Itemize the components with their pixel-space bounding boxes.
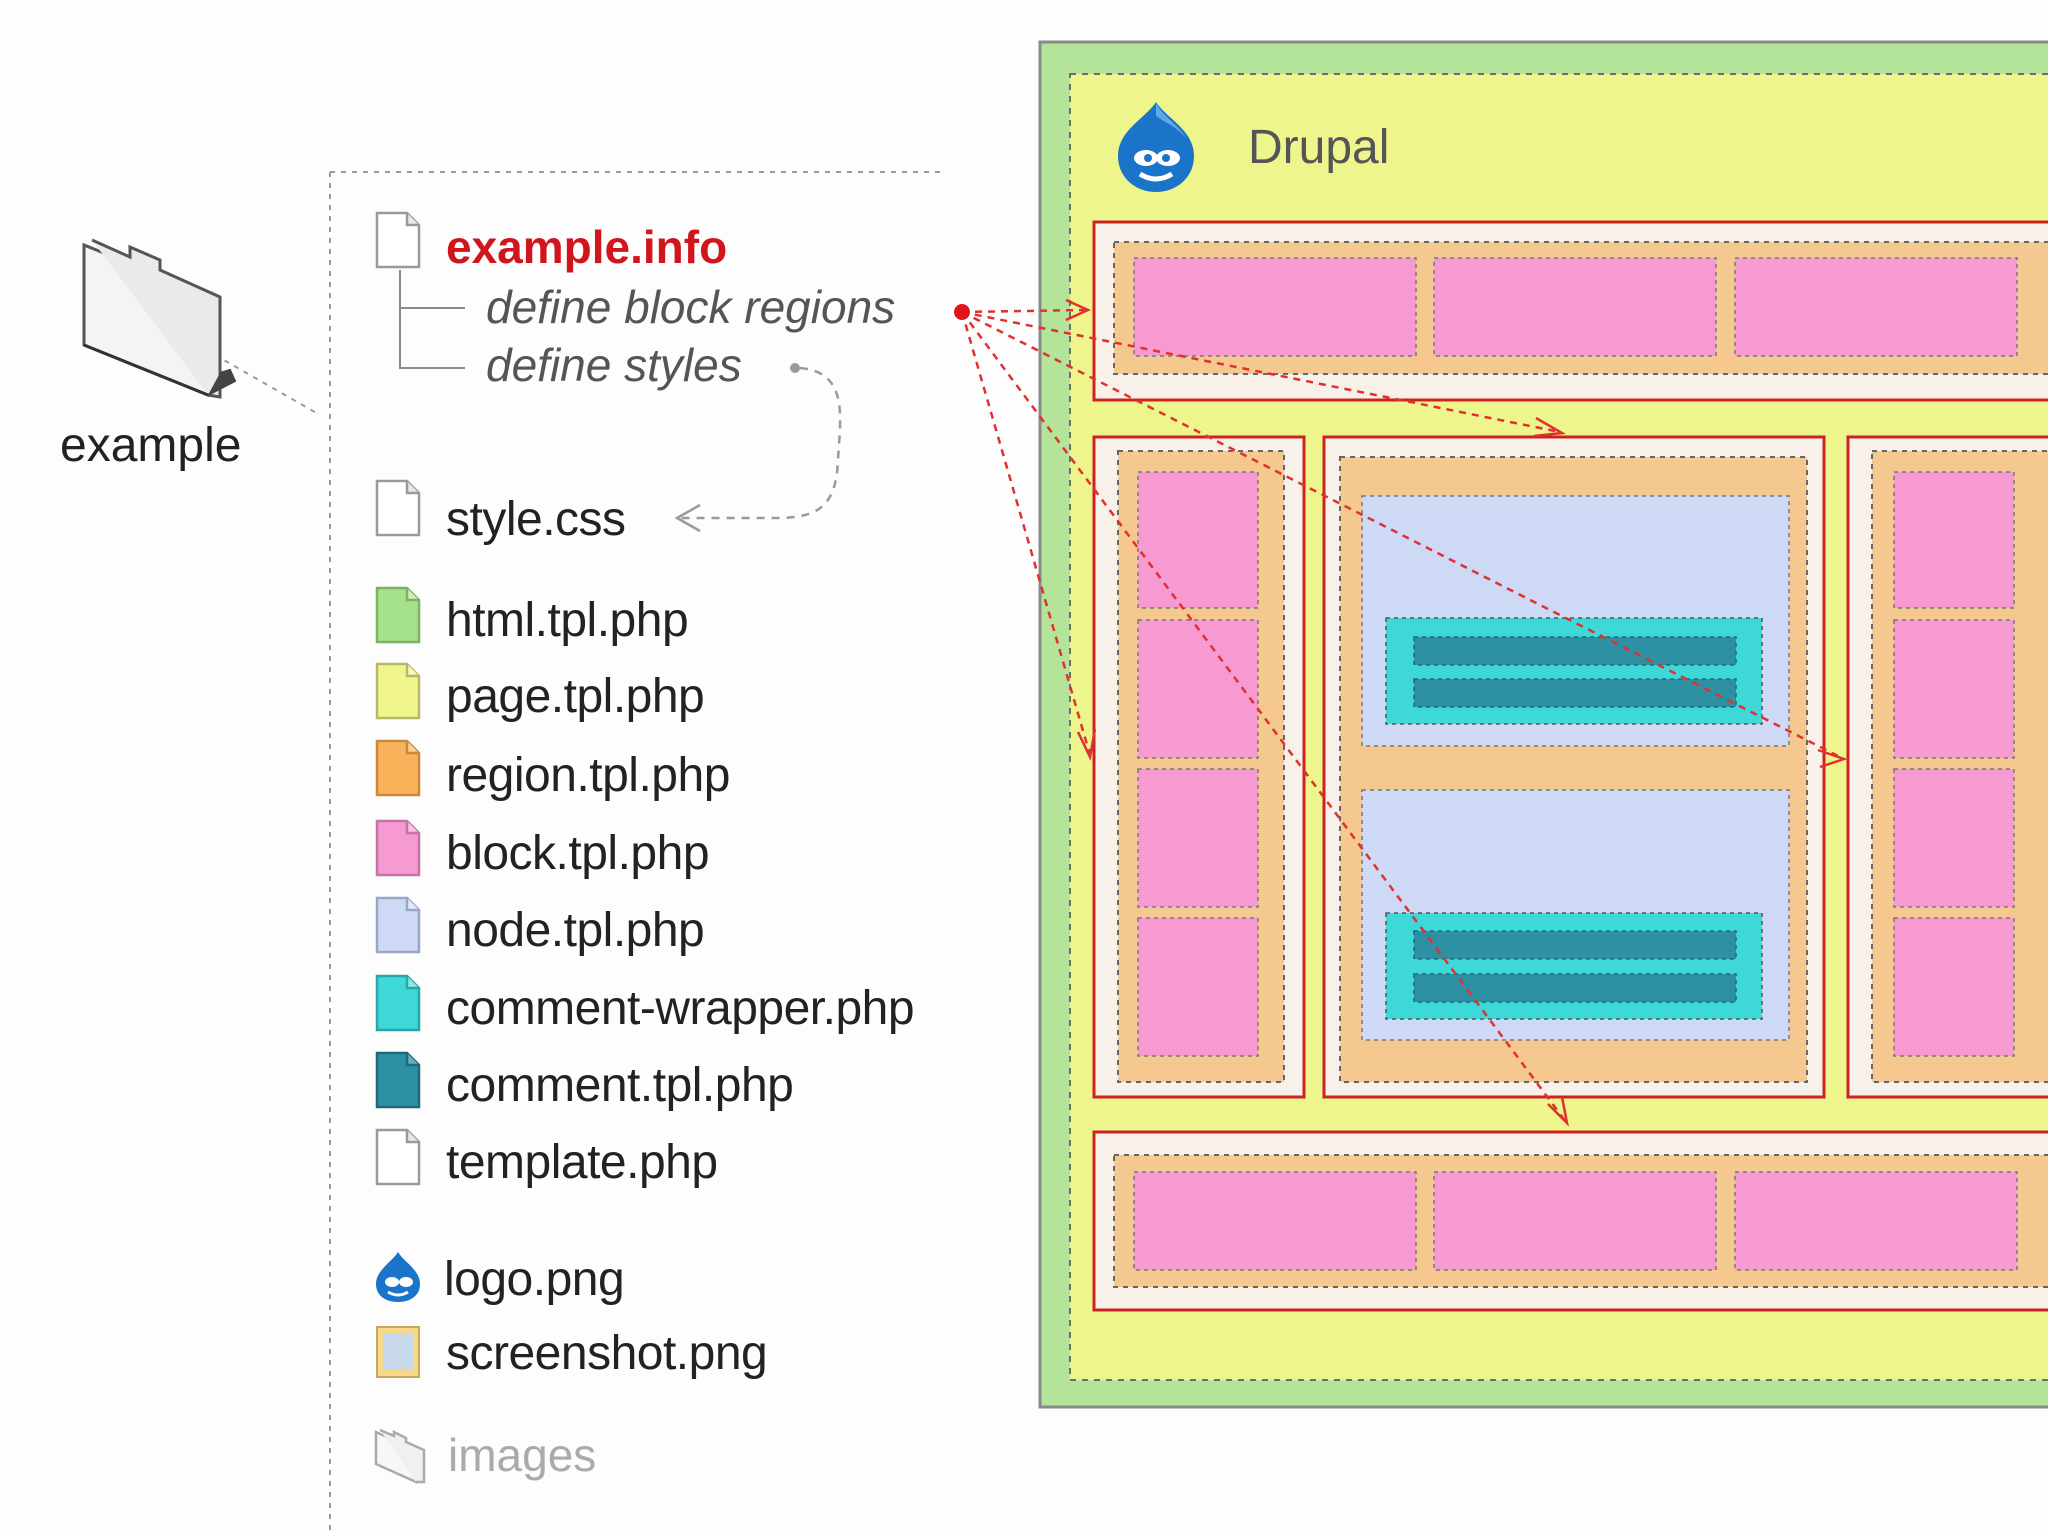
sidebar-right-region bbox=[1846, 435, 2048, 1099]
arrow-origin-dot bbox=[954, 304, 970, 320]
block bbox=[1137, 768, 1259, 908]
sidebar-left-region bbox=[1092, 435, 1306, 1099]
region-arrows bbox=[960, 308, 1843, 1123]
drupal-drop-icon bbox=[1118, 102, 1194, 192]
block bbox=[1734, 1171, 2018, 1271]
block bbox=[1133, 257, 1417, 357]
header-region bbox=[1092, 220, 2048, 402]
content-region bbox=[1322, 435, 1826, 1099]
block bbox=[1893, 917, 2015, 1057]
drupal-drop-icon bbox=[376, 1252, 420, 1302]
block bbox=[1133, 1171, 1417, 1271]
block bbox=[1893, 471, 2015, 609]
file-label: images bbox=[448, 1429, 597, 1481]
file-label: block.tpl.php bbox=[446, 827, 710, 880]
file-icon bbox=[375, 586, 421, 644]
file-label: screenshot.png bbox=[446, 1327, 768, 1380]
file-label: comment.tpl.php bbox=[446, 1059, 794, 1112]
folder-label: example bbox=[60, 419, 242, 472]
file-label: region.tpl.php bbox=[446, 749, 730, 802]
file-label: logo.png bbox=[444, 1253, 625, 1306]
file-label: html.tpl.php bbox=[446, 594, 689, 647]
block bbox=[1734, 257, 2018, 357]
file-icon bbox=[375, 662, 421, 720]
file-icon bbox=[375, 819, 421, 877]
file-icon bbox=[375, 896, 421, 954]
file-icon bbox=[375, 739, 421, 797]
block bbox=[1433, 257, 1717, 357]
block bbox=[1137, 471, 1259, 609]
block bbox=[1433, 1171, 1717, 1271]
brand-label: Drupal bbox=[1248, 121, 1390, 174]
info-file-label[interactable]: example.info bbox=[446, 221, 728, 273]
file-label: template.php bbox=[446, 1136, 718, 1189]
file-label: node.tpl.php bbox=[446, 904, 705, 957]
note-define-styles: define styles bbox=[486, 339, 742, 391]
file-icon bbox=[375, 479, 421, 537]
image-file-icon bbox=[376, 1326, 420, 1378]
arrow-heads bbox=[1065, 298, 1848, 1127]
comment-wrapper bbox=[1385, 617, 1763, 725]
file-label: page.tpl.php bbox=[446, 670, 705, 723]
comment-wrapper bbox=[1385, 912, 1763, 1020]
folder-icon[interactable] bbox=[70, 225, 240, 410]
comment bbox=[1413, 678, 1737, 708]
file-icon bbox=[375, 1051, 421, 1109]
file-label: style.css bbox=[446, 493, 626, 546]
comment bbox=[1413, 930, 1737, 960]
comment bbox=[1413, 636, 1737, 666]
block bbox=[1137, 917, 1259, 1057]
file-label: comment-wrapper.php bbox=[446, 982, 915, 1035]
footer-region bbox=[1092, 1130, 2048, 1312]
file-icon bbox=[375, 1128, 421, 1186]
note-define-block-regions: define block regions bbox=[486, 281, 896, 333]
folder-icon bbox=[374, 1428, 426, 1484]
block bbox=[1893, 768, 2015, 908]
info-file-icon bbox=[375, 211, 421, 269]
comment bbox=[1413, 973, 1737, 1003]
file-icon bbox=[375, 974, 421, 1032]
block bbox=[1137, 619, 1259, 759]
block bbox=[1893, 619, 2015, 759]
